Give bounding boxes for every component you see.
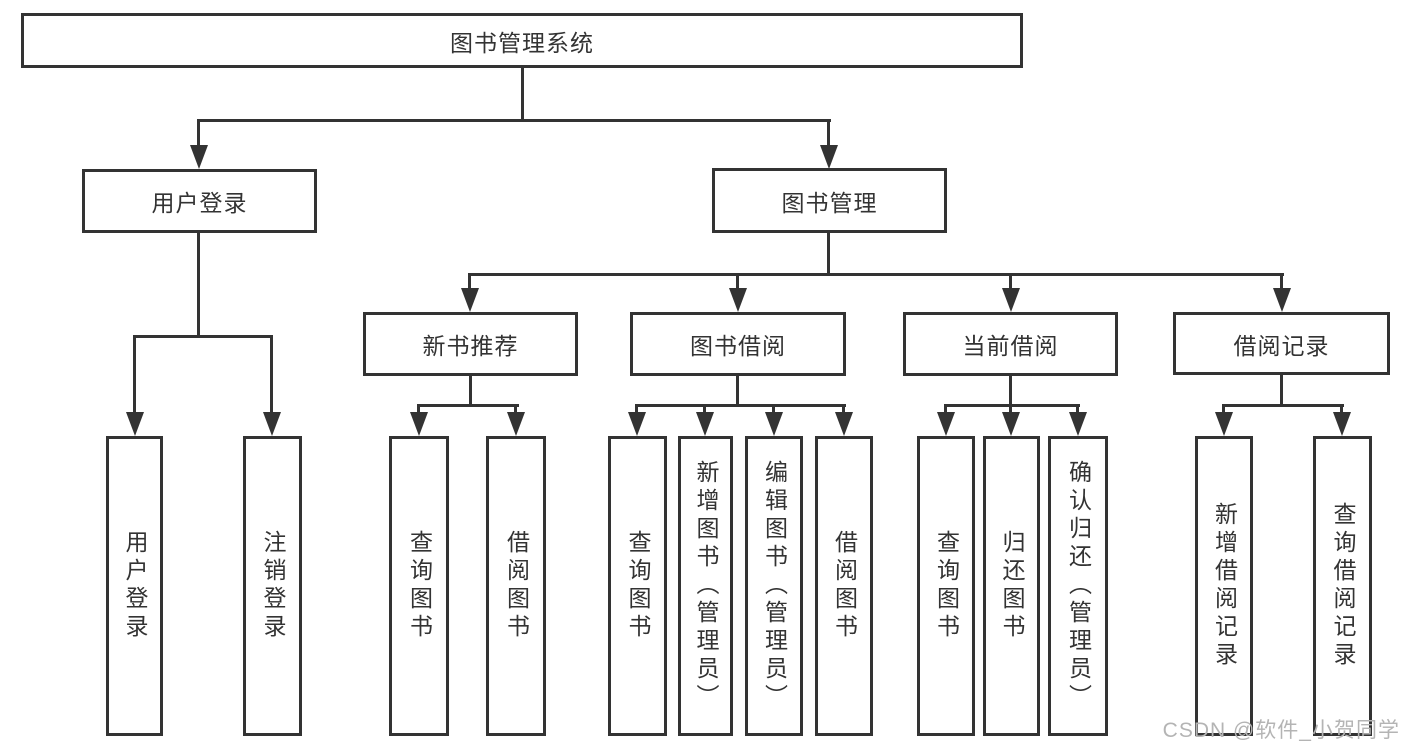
- arrow-down-icon: [126, 412, 144, 436]
- arrow-down-icon: [696, 412, 714, 436]
- connector-line: [469, 376, 472, 407]
- node-label: 查询图书: [625, 530, 651, 642]
- connector-line: [772, 404, 775, 416]
- node-label: 图书管理: [781, 189, 878, 216]
- node-label: 借阅图书: [831, 530, 858, 642]
- connector-line: [417, 404, 519, 407]
- node-user-login: 用户登录: [106, 436, 163, 736]
- connector-line: [827, 233, 830, 276]
- connector-line: [944, 404, 1080, 407]
- connector-line: [944, 404, 947, 416]
- node-label: 查询图书: [933, 530, 960, 642]
- connector-line: [736, 376, 739, 407]
- arrow-down-icon: [1333, 412, 1351, 436]
- node-label: 查询借阅记录: [1330, 502, 1356, 670]
- node-current-borrow: 当前借阅: [903, 312, 1118, 376]
- connector-line: [133, 335, 273, 338]
- node-edit-books-admin: 编辑图书（管理员）: [745, 436, 803, 736]
- arrow-down-icon: [461, 288, 479, 312]
- connector-line: [1009, 376, 1012, 407]
- arrow-down-icon: [835, 412, 853, 436]
- node-label: 注销登录: [260, 530, 286, 642]
- connector-line: [514, 404, 517, 416]
- arrow-down-icon: [1069, 412, 1087, 436]
- node-logout: 注销登录: [243, 436, 302, 736]
- connector-line: [827, 119, 830, 149]
- node-add-books-admin: 新增图书（管理员）: [678, 436, 733, 736]
- connector-line: [703, 404, 706, 416]
- node-borrow-books-recommend: 借阅图书: [486, 436, 546, 736]
- node-query-books-current: 查询图书: [917, 436, 975, 736]
- connector-line: [842, 404, 845, 416]
- arrow-down-icon: [937, 412, 955, 436]
- node-book-borrow: 图书借阅: [630, 312, 846, 376]
- arrow-down-icon: [628, 412, 646, 436]
- node-return-books: 归还图书: [983, 436, 1040, 736]
- arrow-down-icon: [1002, 288, 1020, 312]
- connector-line: [1280, 273, 1283, 290]
- node-label: 新书推荐: [422, 333, 519, 359]
- node-add-borrow-record: 新增借阅记录: [1195, 436, 1253, 736]
- connector-line: [1222, 404, 1344, 407]
- node-label: 用户登录: [151, 190, 248, 216]
- node-label: 新增借阅记录: [1211, 502, 1238, 670]
- node-library-management-system: 图书管理系统: [21, 13, 1023, 68]
- arrow-down-icon: [729, 288, 747, 312]
- node-label: 借阅记录: [1233, 332, 1330, 359]
- arrow-down-icon: [1002, 412, 1020, 436]
- node-label: 图书管理系统: [450, 29, 594, 56]
- connector-line: [417, 404, 420, 416]
- connector-line: [1280, 375, 1283, 407]
- node-label: 借阅图书: [503, 530, 530, 642]
- node-user-login-group: 用户登录: [82, 169, 317, 233]
- node-borrow-records: 借阅记录: [1173, 312, 1390, 375]
- node-query-books-recommend: 查询图书: [389, 436, 449, 736]
- connector-line: [635, 404, 638, 416]
- node-label: 新增图书（管理员）: [693, 460, 719, 712]
- csdn-watermark: CSDN @软件_小贺同学: [1162, 719, 1400, 742]
- connector-line: [197, 119, 831, 122]
- arrow-down-icon: [263, 412, 281, 436]
- connector-line: [1009, 404, 1012, 416]
- arrow-down-icon: [1273, 288, 1291, 312]
- connector-line: [1222, 404, 1225, 416]
- node-label: 编辑图书（管理员）: [761, 460, 788, 712]
- node-new-book-recommend: 新书推荐: [363, 312, 578, 376]
- connector-line: [1340, 404, 1343, 416]
- arrow-down-icon: [820, 145, 838, 169]
- connector-line: [468, 273, 1284, 276]
- connector-line: [635, 404, 846, 407]
- node-label: 图书借阅: [690, 333, 786, 359]
- node-confirm-return-admin: 确认归还（管理员）: [1048, 436, 1108, 736]
- arrow-down-icon: [190, 145, 208, 169]
- node-label: 查询图书: [406, 530, 433, 642]
- arrow-down-icon: [1215, 412, 1233, 436]
- connector-line: [468, 273, 471, 290]
- connector-line: [1076, 404, 1079, 416]
- connector-line: [736, 273, 739, 290]
- node-label: 归还图书: [999, 530, 1025, 642]
- connector-line: [1009, 273, 1012, 290]
- connector-line: [521, 68, 524, 121]
- node-book-management: 图书管理: [712, 168, 947, 233]
- node-query-borrow-record: 查询借阅记录: [1313, 436, 1372, 736]
- connector-line: [133, 335, 136, 414]
- arrow-down-icon: [410, 412, 428, 436]
- node-borrow-books: 借阅图书: [815, 436, 873, 736]
- arrow-down-icon: [507, 412, 525, 436]
- node-label: 确认归还（管理员）: [1065, 460, 1092, 712]
- connector-line: [197, 233, 200, 338]
- node-query-books-borrow: 查询图书: [608, 436, 667, 736]
- connector-line: [197, 119, 200, 149]
- connector-line: [270, 335, 273, 414]
- node-label: 当前借阅: [962, 333, 1059, 359]
- node-label: 用户登录: [122, 530, 148, 642]
- arrow-down-icon: [765, 412, 783, 436]
